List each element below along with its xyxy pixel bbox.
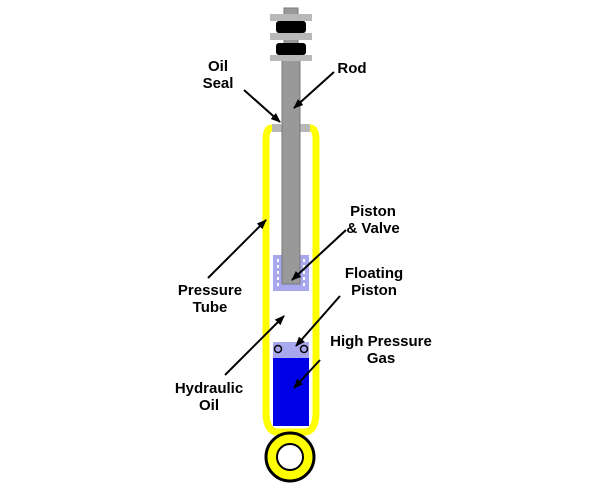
- lower-mount-hole: [276, 443, 304, 471]
- arrow-pressure-tube: [207, 219, 267, 279]
- valve-ports: [277, 259, 305, 287]
- floating-piston: [273, 342, 309, 358]
- leader-arrows: [207, 71, 347, 389]
- label-pressure-tube: Pressure Tube: [177, 282, 243, 316]
- label-rod: Rod: [337, 60, 367, 77]
- piston-rod: [281, 57, 301, 285]
- top-bushing-1: [276, 21, 306, 33]
- label-floating-piston: Floating Piston: [344, 265, 404, 299]
- label-oil-seal: Oil Seal: [202, 58, 234, 92]
- arrow-oil-seal: [243, 89, 281, 123]
- top-washer-2: [270, 33, 312, 40]
- gas-chamber: [273, 358, 309, 426]
- arrow-piston-valve: [291, 229, 347, 281]
- top-bushing-2: [276, 43, 306, 55]
- arrow-rod: [293, 71, 335, 109]
- arrow-high-pressure-gas: [293, 359, 321, 389]
- top-washer-1: [270, 14, 312, 21]
- label-high-pressure-gas: High Pressure Gas: [330, 333, 432, 367]
- arrow-hydraulic-oil: [224, 315, 285, 376]
- top-washer-3: [270, 55, 312, 61]
- label-piston-valve: Piston & Valve: [346, 203, 400, 237]
- arrow-floating-piston: [295, 295, 341, 347]
- label-hydraulic-oil: Hydraulic Oil: [174, 380, 244, 414]
- floating-piston-o-ring-left: [273, 344, 283, 354]
